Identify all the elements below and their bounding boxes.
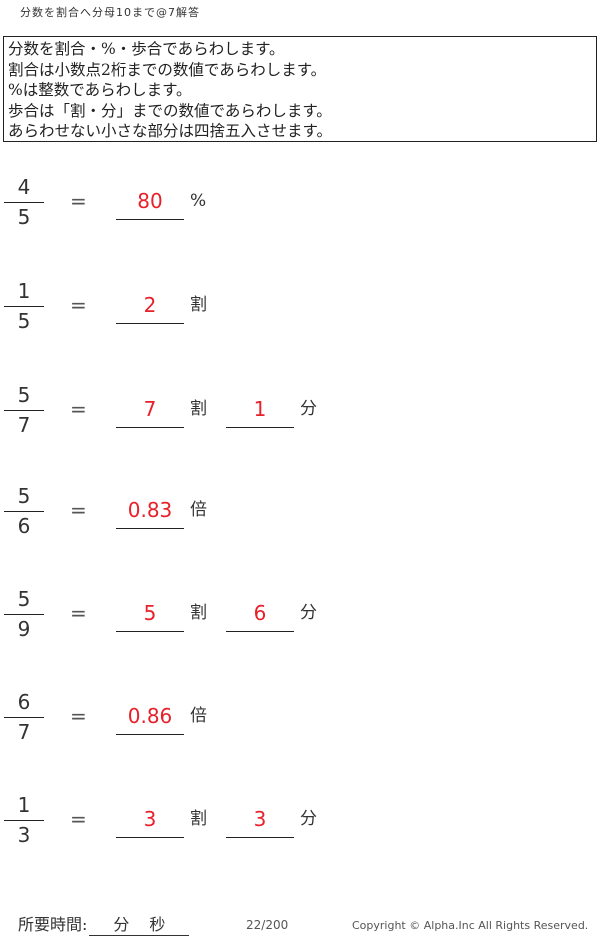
fraction-denominator: 7 [17,413,31,437]
fraction-numerator: 1 [17,279,31,303]
fraction: 4 5 [4,175,44,235]
fraction: 1 5 [4,279,44,339]
fraction-denominator: 7 [17,720,31,744]
fraction: 1 3 [4,793,44,853]
answer-field-secondary[interactable]: 3 [226,807,294,838]
problem-6: 6 7 = 0.86 倍 [0,690,600,770]
answer-unit: 割 [190,295,207,315]
answer-unit-secondary: 分 [300,603,317,623]
fraction-numerator: 1 [17,793,31,817]
instruction-line: 割合は小数点2桁までの数値であらわします。 [8,60,327,79]
answer-unit-secondary: 分 [300,809,317,829]
answer-field-secondary[interactable]: 1 [226,397,294,428]
fraction-numerator: 6 [17,690,31,714]
fraction-denominator: 3 [17,823,31,847]
answer-unit: 割 [190,399,207,419]
instruction-line: %は整数であらわします。 [8,81,192,99]
minutes-label: 分 [113,915,130,934]
instruction-line: 歩合は「割・分」までの数値であらわします。 [8,101,332,120]
fraction: 5 6 [4,484,44,544]
fraction-bar [4,410,44,411]
fraction-numerator: 5 [17,484,31,508]
instructions-box: 分数を割合・%・歩合であらわします。 割合は小数点2桁までの数値であらわします。… [3,36,597,142]
time-field[interactable]: 分秒 [89,911,190,936]
equals-sign: = [70,293,87,317]
problem-7: 1 3 = 3 割 3 分 [0,793,600,873]
fraction-bar [4,614,44,615]
problem-5: 5 9 = 5 割 6 分 [0,587,600,667]
answer-unit: 割 [190,603,207,623]
fraction-bar [4,202,44,203]
fraction-denominator: 5 [17,309,31,333]
seconds-label: 秒 [149,915,166,934]
time-required: 所要時間:分秒 [18,911,190,936]
answer-field[interactable]: 80 [116,189,184,220]
fraction-numerator: 5 [17,383,31,407]
fraction-numerator: 5 [17,587,31,611]
problem-3: 5 7 = 7 割 1 分 [0,383,600,463]
answer-unit: % [190,191,207,211]
fraction: 6 7 [4,690,44,750]
fraction-bar [4,306,44,307]
problem-1: 4 5 = 80 % [0,175,600,255]
equals-sign: = [70,601,87,625]
time-label: 所要時間: [18,915,88,934]
copyright-notice: Copyright © Alpha.Inc All Rights Reserve… [352,919,589,932]
fraction-bar [4,820,44,821]
answer-field[interactable]: 0.83 [116,498,184,529]
answer-unit-secondary: 分 [300,399,317,419]
answer-field[interactable]: 5 [116,601,184,632]
answer-field[interactable]: 3 [116,807,184,838]
equals-sign: = [70,397,87,421]
fraction-bar [4,511,44,512]
worksheet-title: 分数を割合へ分母10まで@7解答 [20,6,200,19]
equals-sign: = [70,807,87,831]
answer-field-secondary[interactable]: 6 [226,601,294,632]
answer-unit: 倍 [190,706,207,726]
instruction-line: あらわせない小さな部分は四捨五入させます。 [8,122,332,140]
answer-field[interactable]: 7 [116,397,184,428]
answer-unit: 割 [190,809,207,829]
instruction-line: 分数を割合・%・歩合であらわします。 [8,40,285,58]
fraction: 5 9 [4,587,44,647]
answer-unit: 倍 [190,500,207,520]
equals-sign: = [70,498,87,522]
fraction-denominator: 9 [17,617,31,641]
fraction-bar [4,717,44,718]
answer-field[interactable]: 2 [116,293,184,324]
answer-field[interactable]: 0.86 [116,704,184,735]
problem-4: 5 6 = 0.83 倍 [0,484,600,564]
fraction-denominator: 5 [17,205,31,229]
problem-2: 1 5 = 2 割 [0,279,600,359]
fraction-denominator: 6 [17,514,31,538]
equals-sign: = [70,189,87,213]
fraction-numerator: 4 [17,175,31,199]
page-number: 22/200 [246,918,289,932]
equals-sign: = [70,704,87,728]
fraction: 5 7 [4,383,44,443]
